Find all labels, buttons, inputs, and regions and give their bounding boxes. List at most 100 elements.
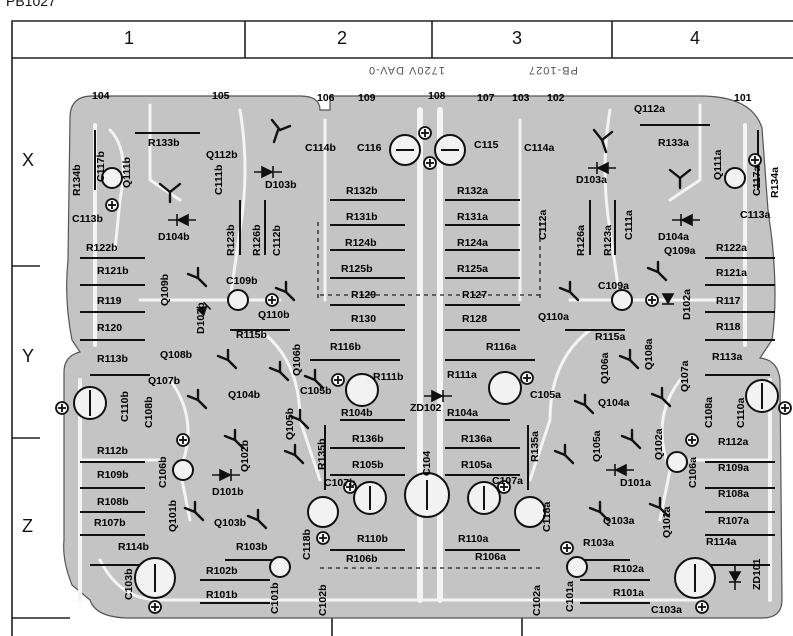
component-label: C112b xyxy=(271,225,283,256)
component-label: R120 xyxy=(97,322,123,334)
component-label: R110b xyxy=(357,533,388,545)
component-label: C102a xyxy=(531,585,543,616)
component-label: R108a xyxy=(718,488,749,500)
component-label: C106b xyxy=(157,456,169,488)
component-label: C116 xyxy=(357,142,382,154)
component-label: C110b xyxy=(119,391,131,422)
component-label: R109b xyxy=(97,469,129,481)
component-label: R128 xyxy=(462,313,488,325)
grid-row-z: Z xyxy=(22,516,33,536)
connector-label: 101 xyxy=(734,92,752,104)
component-label: C101a xyxy=(564,581,576,612)
component-label: R119 xyxy=(97,295,122,307)
component-label: R110a xyxy=(458,533,489,545)
component-label: R121a xyxy=(716,267,747,279)
component-label: R129 xyxy=(351,289,377,301)
component-label: R103b xyxy=(236,541,268,553)
component-label: C109b xyxy=(226,275,258,287)
component-label: Q111a xyxy=(712,149,724,180)
component-label: R114b xyxy=(118,541,149,553)
component-label: C105a xyxy=(530,389,561,401)
capacitor-marks xyxy=(89,149,763,592)
component-label: R117 xyxy=(716,295,741,307)
component-label: R130 xyxy=(351,313,377,325)
component-label: C117a xyxy=(751,165,763,196)
grid-col-2: 2 xyxy=(337,28,348,48)
grid-row-x: X xyxy=(22,150,35,170)
component-label: R127 xyxy=(462,289,488,301)
component-label: R132b xyxy=(346,185,378,197)
component-label: Q110a xyxy=(538,311,569,323)
connector-label: 103 xyxy=(512,92,530,104)
component-label: R124a xyxy=(457,237,488,249)
component-label: Q108a xyxy=(643,338,655,370)
component-label: R134a xyxy=(769,167,781,198)
component-label: Q101b xyxy=(167,499,179,532)
component-label: R105b xyxy=(352,459,384,471)
component-label: R103a xyxy=(583,537,614,549)
grid-col-3: 3 xyxy=(512,28,523,48)
component-label: R115a xyxy=(595,331,626,343)
component-label: C108b xyxy=(143,396,155,428)
component-label: Q109a xyxy=(664,245,696,257)
component-label: R118 xyxy=(716,321,741,333)
component-label: R126b xyxy=(251,224,263,256)
connector-label: 107 xyxy=(477,92,495,104)
component-label: Q107a xyxy=(679,360,691,392)
component-label: R105a xyxy=(461,459,492,471)
component-label: Q109b xyxy=(159,273,171,306)
component-label: Q106a xyxy=(599,352,611,384)
component-label: C104 xyxy=(421,450,433,476)
component-label: R101a xyxy=(613,587,644,599)
component-label: R109a xyxy=(718,462,749,474)
document-id: PB1027 xyxy=(6,0,56,9)
component-label: Q104b xyxy=(228,389,261,401)
component-label: R125a xyxy=(457,263,488,275)
component-label: R125b xyxy=(341,263,373,275)
component-label: R112a xyxy=(718,436,749,448)
component-label: R104a xyxy=(447,407,478,419)
component-label: Q110b xyxy=(258,309,290,321)
component-label: R122a xyxy=(716,242,747,254)
component-label: C113a xyxy=(740,209,771,221)
component-label: C114b xyxy=(305,142,336,154)
component-label: R134b xyxy=(71,164,83,196)
component-label: R124b xyxy=(345,237,377,249)
component-label: C106a xyxy=(687,457,699,488)
component-label: D102b xyxy=(195,302,207,334)
component-label: C118b xyxy=(301,529,313,560)
component-label: C107b xyxy=(324,477,356,489)
component-label: R111a xyxy=(447,369,477,381)
component-label: R135b xyxy=(316,438,328,470)
component-label: C103a xyxy=(651,604,682,616)
component-label: Q112b xyxy=(206,149,238,161)
diodes xyxy=(168,161,742,590)
connector-label: 108 xyxy=(428,90,446,102)
grid-col-1: 1 xyxy=(124,28,135,48)
component-label: R126a xyxy=(575,225,587,256)
component-label: Q102b xyxy=(239,439,251,472)
component-label: C117b xyxy=(95,151,107,182)
grid-col-4: 4 xyxy=(690,28,701,48)
component-label: R102a xyxy=(613,563,644,575)
polarity-marks xyxy=(55,126,792,614)
component-label: Q103a xyxy=(603,515,635,527)
component-label: C114a xyxy=(524,142,555,154)
component-label: C103b xyxy=(123,568,135,600)
component-label: R122b xyxy=(86,242,118,254)
component-label: R115b xyxy=(236,329,267,341)
component-label: R113b xyxy=(97,353,128,365)
component-label: R107b xyxy=(94,517,126,529)
component-label: R133b xyxy=(148,137,180,149)
component-label: R136b xyxy=(352,433,384,445)
component-label: R136a xyxy=(461,433,492,445)
component-label: D103a xyxy=(576,174,607,186)
component-label: D104b xyxy=(158,231,190,243)
component-label: Q105a xyxy=(591,430,603,462)
component-label: C108a xyxy=(703,397,715,428)
connector-label: 102 xyxy=(547,92,565,104)
transistor-glyphs xyxy=(158,118,692,530)
component-label: Q102a xyxy=(653,428,665,460)
component-label: C110a xyxy=(735,397,747,428)
